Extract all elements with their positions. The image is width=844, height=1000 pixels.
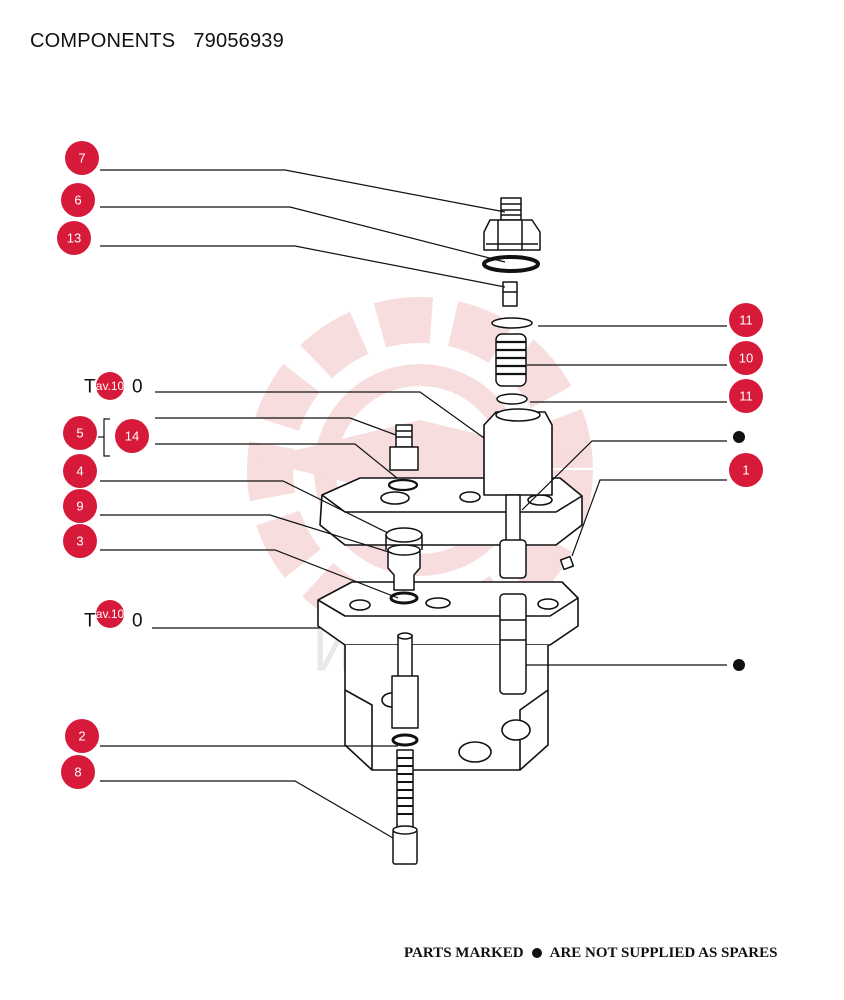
callout-8: 8 (61, 755, 95, 789)
part-8-tappet (392, 825, 418, 865)
ref-upper-prefix: T (84, 377, 96, 398)
svg-text:5: 5 (76, 426, 83, 441)
part-4-valve-seat (385, 527, 423, 550)
svg-text:14: 14 (125, 429, 139, 444)
callout-11-upper: 11 (729, 303, 763, 337)
part-1-plunger-assembly (499, 494, 575, 695)
part-13-filler (502, 281, 518, 307)
ref-upper-badge: av.10 (96, 379, 125, 393)
svg-text:6: 6 (74, 193, 81, 208)
callout-9: 9 (63, 489, 97, 523)
part-3-ring (389, 591, 419, 605)
callout-4: 4 (63, 454, 97, 488)
part-9-valve-body (387, 544, 421, 591)
reference-label-lower: T av.10 0 (84, 600, 143, 632)
svg-text:8: 8 (74, 765, 81, 780)
svg-text:4: 4 (76, 464, 83, 479)
callouts: 7 6 13 11 10 11 5 14 4 1 9 3 2 8 (57, 141, 763, 789)
callout-5: 5 (63, 416, 97, 450)
reference-label-upper: T av.10 0 (84, 372, 143, 400)
part-14-nipple (389, 424, 419, 471)
callout-7: 7 (65, 141, 99, 175)
callout-2: 2 (65, 719, 99, 753)
header-title: COMPONENTS (30, 30, 176, 52)
svg-text:7: 7 (78, 151, 85, 166)
non-spare-marker (733, 431, 745, 443)
callout-13: 13 (57, 221, 91, 255)
part-lower-plunger (391, 632, 419, 729)
part-2-spring (391, 733, 419, 829)
callout-14: 14 (115, 419, 149, 453)
part-10-spring (495, 333, 527, 387)
part-11-upper-washer (491, 317, 533, 329)
header-code: 79056939 (193, 30, 284, 52)
part-14-washer (387, 478, 419, 492)
svg-text:13: 13 (67, 231, 81, 246)
leader-lines (98, 169, 727, 839)
footnote-left: PARTS MARKED (404, 945, 524, 961)
spares-footnote: PARTS MARKED ARE NOT SUPPLIED AS SPARES (404, 945, 777, 962)
bullet-icon (531, 948, 542, 959)
part-11-lower-washer (496, 393, 528, 405)
non-spare-marker (733, 659, 745, 671)
part-7-valve-holder (483, 197, 541, 251)
svg-text:9: 9 (76, 499, 83, 514)
svg-text:3: 3 (76, 534, 83, 549)
page-header: COMPONENTS 79056939 (30, 30, 284, 53)
ref-lower-prefix: T (84, 611, 96, 632)
ref-upper-suffix: 0 (132, 377, 143, 398)
svg-text:2: 2 (78, 729, 85, 744)
callout-11-lower: 11 (729, 379, 763, 413)
callout-6: 6 (61, 183, 95, 217)
ref-lower-suffix: 0 (132, 611, 143, 632)
svg-text:1: 1 (742, 463, 749, 478)
svg-text:11: 11 (739, 313, 753, 328)
callout-3: 3 (63, 524, 97, 558)
callout-1: 1 (729, 453, 763, 487)
footnote-right: ARE NOT SUPPLIED AS SPARES (549, 945, 778, 961)
svg-text:10: 10 (739, 351, 753, 366)
ref-lower-badge: av.10 (96, 607, 125, 621)
callout-10: 10 (729, 341, 763, 375)
svg-text:11: 11 (739, 389, 753, 404)
parts (385, 197, 575, 865)
